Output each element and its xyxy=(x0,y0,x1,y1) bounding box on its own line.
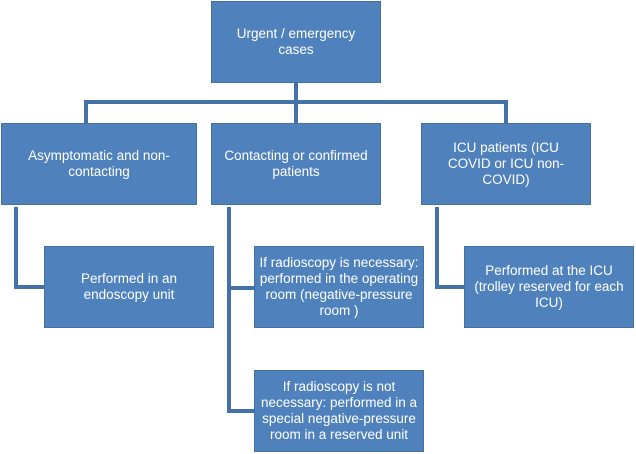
node-urgent-emergency-cases: Urgent / emergency cases xyxy=(211,1,381,83)
node-label: Performed at the ICU (trolley reserved f… xyxy=(474,263,624,310)
node-operating-room: If radioscopy is necessary: performed in… xyxy=(254,246,424,328)
node-label: Performed in an endoscopy unit xyxy=(80,271,178,302)
node-icu-patients: ICU patients (ICU COVID or ICU non-COVID… xyxy=(421,123,591,205)
connector-asym-to-endoscopy xyxy=(14,207,44,289)
node-label: If radioscopy is necessary: performed in… xyxy=(259,255,419,318)
node-asymptomatic: Asymptomatic and non-contacting xyxy=(1,123,197,205)
node-label: Urgent / emergency cases xyxy=(236,26,356,57)
node-label: Contacting or confirmed patients xyxy=(224,148,368,179)
node-icu-performed: Performed at the ICU (trolley reserved f… xyxy=(464,246,634,328)
node-negative-pressure-room: If radioscopy is not necessary: performe… xyxy=(254,370,424,452)
connector-icu-to-performed xyxy=(435,207,464,289)
node-label: Asymptomatic and non-contacting xyxy=(28,148,170,179)
node-label: If radioscopy is not necessary: performe… xyxy=(260,379,418,442)
node-contacting-confirmed: Contacting or confirmed patients xyxy=(211,123,381,205)
node-endoscopy-unit: Performed in an endoscopy unit xyxy=(44,246,214,328)
node-label: ICU patients (ICU COVID or ICU non-COVID… xyxy=(447,140,565,187)
